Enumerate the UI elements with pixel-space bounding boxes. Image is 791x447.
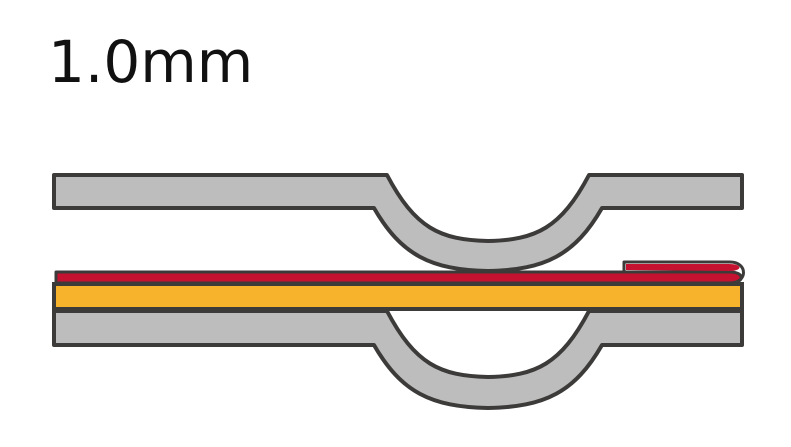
core-layer	[52, 282, 744, 311]
thickness-label: 1.0mm	[48, 28, 254, 96]
folded-edge-fill	[626, 264, 740, 271]
bottom-plate	[52, 309, 744, 410]
edge-strip	[54, 270, 743, 285]
top-plate	[52, 173, 744, 273]
